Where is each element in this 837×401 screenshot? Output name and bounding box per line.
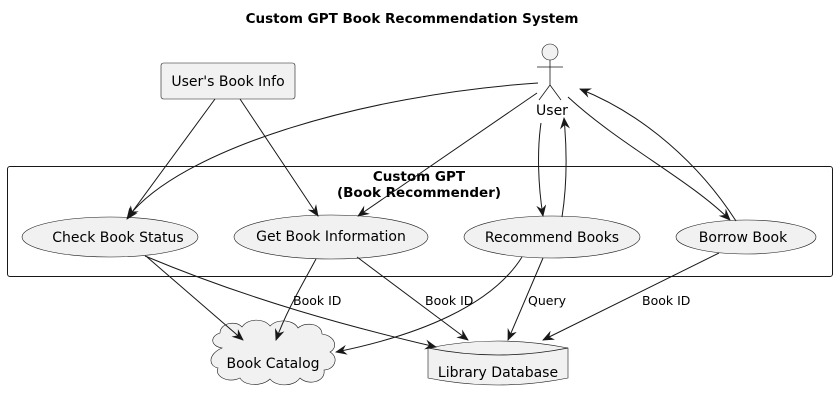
book-catalog-label: Book Catalog: [226, 356, 319, 372]
edge-user-to-get-info: [357, 92, 538, 217]
edge-label-get-info-catalog: Book ID: [293, 293, 341, 308]
library-database-label: Library Database: [438, 365, 558, 381]
users-book-info-node: User's Book Info: [160, 62, 296, 100]
edge-bookinfo-to-check-status: [126, 98, 216, 220]
library-database-cylinder: Library Database: [427, 340, 569, 386]
edge-user-to-recommend: [536, 122, 547, 217]
boundary-title-line2: (Book Recommender): [337, 185, 501, 201]
use-case-recommend-books: Recommend Books: [463, 215, 641, 259]
edge-borrow-to-user: [579, 88, 737, 222]
boundary-title-line1: Custom GPT: [373, 169, 466, 185]
edge-recommend-to-user: [560, 117, 571, 218]
user-actor: User: [536, 43, 568, 119]
edge-bookinfo-to-get-info: [239, 98, 319, 217]
check-book-status-label: Check Book Status: [52, 230, 183, 246]
edge-check-status-to-database: [144, 255, 437, 350]
edge-user-to-borrow: [567, 96, 731, 221]
edge-recommend-to-catalog: [335, 256, 523, 355]
users-book-info-label: User's Book Info: [171, 74, 284, 90]
book-catalog-cloud: Book Catalog: [210, 319, 336, 386]
edge-user-to-check-status: [127, 82, 539, 218]
edge-check-status-to-catalog: [146, 256, 244, 341]
use-case-check-book-status: Check Book Status: [21, 216, 199, 258]
edge-get-info-to-database: [356, 256, 469, 341]
edge-borrow-to-database: [542, 252, 720, 341]
borrow-book-label: Borrow Book: [699, 230, 788, 246]
use-case-borrow-book: Borrow Book: [675, 219, 817, 255]
get-book-information-label: Get Book Information: [256, 229, 406, 245]
edge-recommend-to-database: [507, 257, 544, 341]
edge-label-borrow-database: Book ID: [642, 293, 690, 308]
recommend-books-label: Recommend Books: [485, 230, 619, 246]
system-boundary: [7, 166, 833, 277]
user-label: User: [536, 103, 568, 119]
use-case-get-book-information: Get Book Information: [233, 214, 429, 260]
edge-label-recommend-database: Query: [528, 293, 567, 308]
diagram-title: Custom GPT Book Recommendation System: [246, 11, 579, 27]
edge-get-info-to-catalog: [274, 258, 317, 341]
edge-label-get-info-database: Book ID: [425, 293, 473, 308]
